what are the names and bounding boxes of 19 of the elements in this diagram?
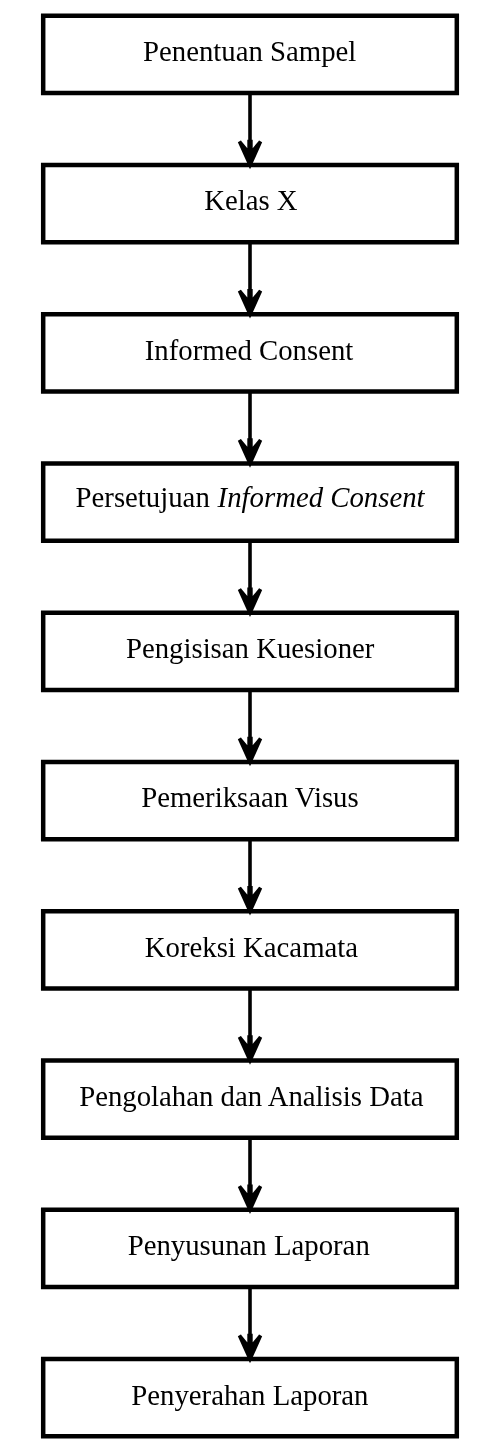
node-box: Penyusunan Laporan — [40, 1207, 460, 1290]
arrow — [237, 93, 263, 167]
node-box: Kelas X — [40, 162, 460, 245]
arrow — [237, 1138, 263, 1212]
node-box: Penyerahan Laporan — [40, 1356, 460, 1439]
arrow — [237, 839, 263, 913]
node-box: Koreksi Kacamata — [40, 909, 460, 991]
arrow — [237, 690, 263, 764]
arrow — [237, 1287, 263, 1361]
node-box: Persetujuan Informed Consent — [40, 461, 460, 543]
node-box: Pemeriksaan Visus — [40, 759, 460, 842]
arrow — [237, 392, 263, 466]
node-box: Informed Consent — [40, 311, 460, 394]
arrow — [237, 989, 263, 1063]
node-box: Pengisisan Kuesioner — [40, 610, 460, 693]
arrow — [237, 541, 263, 615]
node-box: Penentuan Sampel — [40, 13, 460, 96]
arrow — [237, 242, 263, 316]
node-box: Pengolahan dan Analisis Data — [40, 1058, 460, 1141]
